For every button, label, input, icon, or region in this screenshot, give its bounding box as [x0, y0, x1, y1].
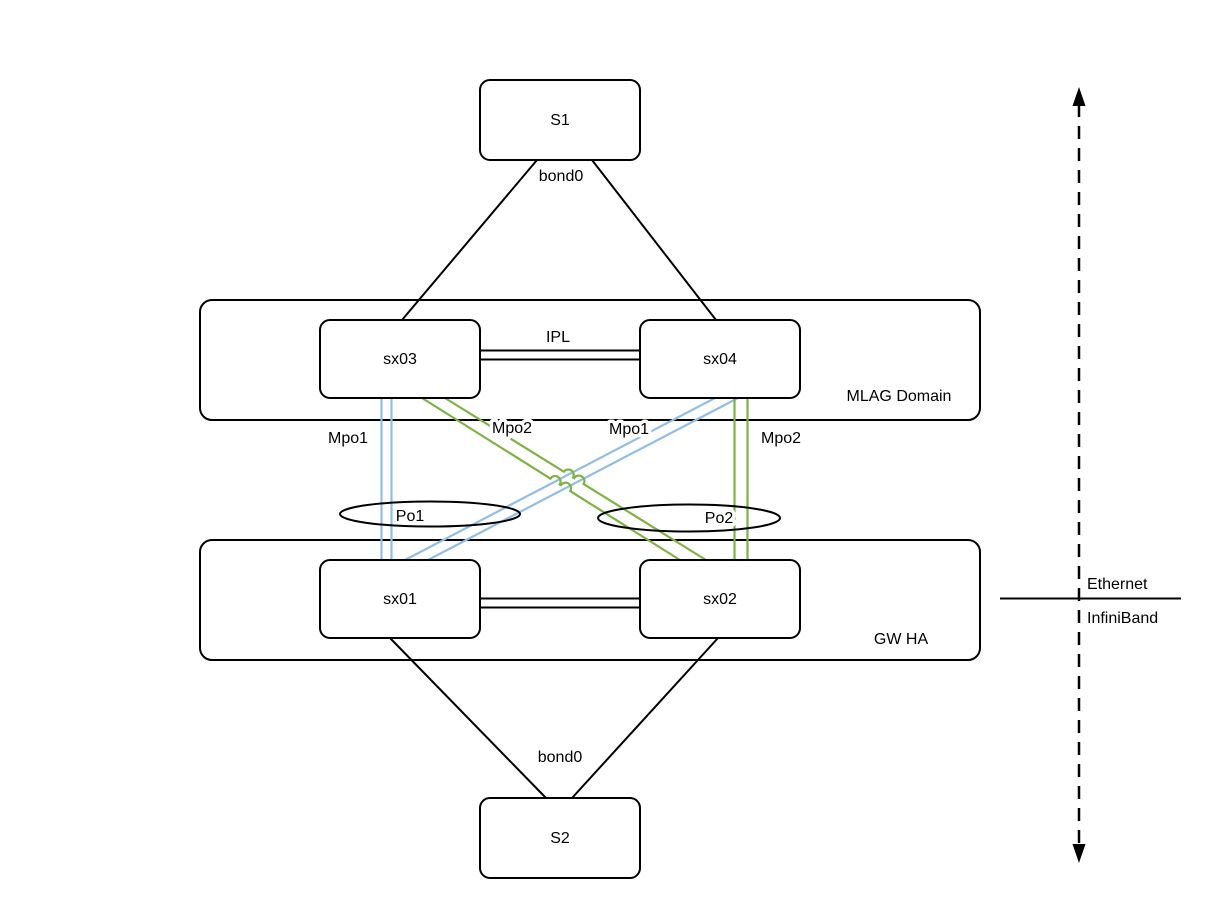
- s2-node: [479, 797, 641, 879]
- link-s1-sx04: [591, 159, 717, 321]
- arrow-up-icon: [1072, 87, 1086, 106]
- mpo2-sx03-line-a: [421, 397, 681, 561]
- sx04-label: sx04: [703, 351, 737, 368]
- sx02-label: sx02: [703, 591, 737, 608]
- mpo1-sx04-label: Mpo1: [609, 421, 649, 438]
- po1-ellipse: [339, 500, 521, 528]
- mpo2-sx04-label: Mpo2: [761, 430, 801, 447]
- sx01-node: [319, 559, 481, 639]
- mpo1-sx03-label: Mpo1: [328, 430, 368, 447]
- mpo2-sx03-label: Mpo2: [492, 420, 532, 437]
- bond0-top-label: bond0: [539, 168, 584, 185]
- arrow-down-icon: [1072, 844, 1086, 863]
- gw-ha-label: GW HA: [874, 631, 929, 648]
- po2-ellipse: [597, 503, 781, 533]
- ethernet-label: Ethernet: [1087, 576, 1148, 593]
- link-sx02-s2: [571, 637, 719, 799]
- link-s1-sx03: [401, 159, 538, 321]
- s1-label: S1: [550, 112, 570, 129]
- mlag-domain-label: MLAG Domain: [847, 388, 952, 405]
- network-type-legend: [1000, 87, 1181, 863]
- link-sx01-s2: [389, 637, 547, 799]
- gw-ha-container: [199, 539, 981, 661]
- sx01-sx02-double-link: [480, 597, 640, 609]
- bond0-bottom-label: bond0: [538, 749, 583, 766]
- sx02-node: [639, 559, 801, 639]
- ipl-double-link: [480, 349, 640, 361]
- sx03-label: sx03: [383, 351, 417, 368]
- po1-label: Po1: [396, 508, 425, 525]
- infiniband-label: InfiniBand: [1087, 610, 1158, 627]
- ipl-label: IPL: [546, 329, 570, 346]
- sx01-label: sx01: [383, 591, 417, 608]
- green-po2-links: [421, 397, 749, 561]
- s1-node: [479, 79, 641, 161]
- sx04-node: [639, 319, 801, 399]
- po2-label: Po2: [705, 510, 734, 527]
- sx03-node: [319, 319, 481, 399]
- s2-label: S2: [550, 830, 570, 847]
- mpo2-sx03-line-b: [444, 397, 707, 561]
